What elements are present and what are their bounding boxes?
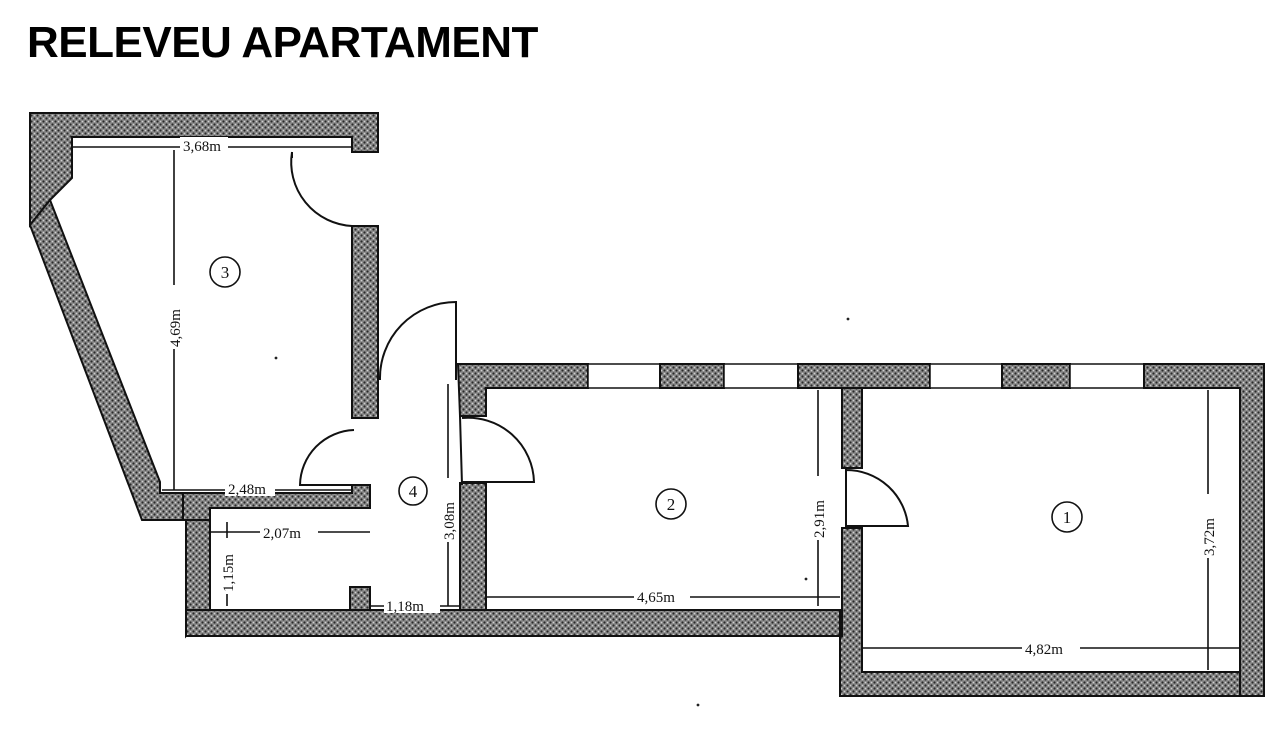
room-3-right-wall xyxy=(351,225,379,419)
dim-hall-width: 1,18m xyxy=(386,599,424,615)
room-2-label: 2 xyxy=(667,495,676,514)
room-1-west-wall-upper xyxy=(841,387,863,469)
window-2 xyxy=(723,363,799,389)
room-3-south-door xyxy=(298,429,355,486)
room-1-label: 1 xyxy=(1063,508,1072,527)
room-1-marker xyxy=(1051,501,1083,533)
hall-right-wall xyxy=(459,482,487,611)
dim-room3-width: 3,68m xyxy=(183,139,221,155)
room-3-diagonal-wall xyxy=(28,198,184,521)
room-1-west-wall-lower xyxy=(839,527,1241,697)
room-3-marker xyxy=(209,256,241,288)
room-1-door xyxy=(845,468,910,528)
dimension-labels: 3,68m 4,69m 2,48m 2,07m 1,15m 1,18m 3,08… xyxy=(164,137,1218,658)
room-2-north-wall-left xyxy=(456,363,589,417)
north-wall-pier-2 xyxy=(797,363,931,389)
south-corridor-wall xyxy=(185,609,841,637)
hall-entry-door xyxy=(378,300,457,381)
room-labels: 3 4 2 1 xyxy=(209,256,1083,533)
page-title: RELEVEU APARTAMENT xyxy=(27,18,538,67)
doors xyxy=(290,151,910,528)
room-3-door xyxy=(290,151,353,227)
room-3-walls xyxy=(28,112,379,521)
room-4-marker xyxy=(398,476,428,506)
dim-storage-width: 2,07m xyxy=(263,526,301,542)
window-4 xyxy=(1069,363,1145,389)
room-3-top-wall xyxy=(29,112,379,228)
window-3 xyxy=(929,363,1003,389)
dim-storage-height: 1,15m xyxy=(221,554,237,592)
room-4-label: 4 xyxy=(409,482,418,501)
north-walls xyxy=(456,363,1265,697)
dim-room3-bottom: 2,48m xyxy=(228,482,266,498)
dim-room3-height: 4,69m xyxy=(168,309,184,347)
window-1 xyxy=(587,363,661,389)
room-2-marker xyxy=(655,488,687,520)
scan-specks xyxy=(274,317,850,707)
north-wall-pier-3 xyxy=(1001,363,1071,389)
dim-room1-height: 3,72m xyxy=(1202,518,1218,556)
north-wall-pier-1 xyxy=(659,363,725,389)
dim-hall-height: 3,08m xyxy=(442,502,458,540)
dim-room2-height: 2,91m xyxy=(812,500,828,538)
room-3-label: 3 xyxy=(221,263,230,282)
room-2-door xyxy=(459,415,536,486)
storage-stub-wall xyxy=(349,586,371,611)
dim-room1-width: 4,82m xyxy=(1025,642,1063,658)
dim-room2-width: 4,65m xyxy=(637,590,675,606)
lower-walls xyxy=(183,482,841,639)
